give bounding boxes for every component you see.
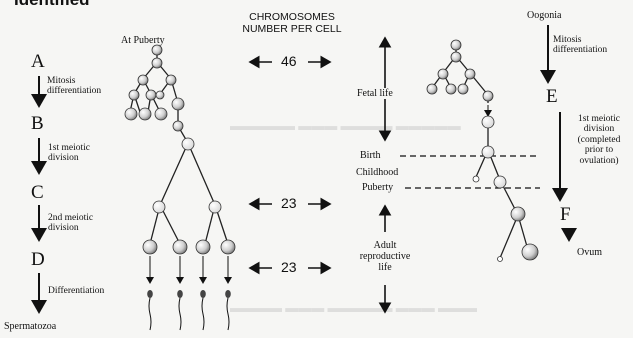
partial-title: Identified [14, 0, 90, 10]
ovum-label: Ovum [577, 247, 602, 258]
fetal-life-label: Fetal life [356, 88, 394, 99]
stage-letter-c: C [31, 182, 44, 203]
stage-letter-b: B [31, 113, 44, 134]
count-23-first: 23 [281, 195, 297, 211]
oogonia-mitosis-step: Mitosis differentiation [553, 35, 608, 56]
oogonia-label: Oogonia [527, 10, 562, 21]
chromosome-heading: CHROMOSOMES NUMBER PER CELL [242, 11, 342, 35]
count-23-second: 23 [281, 259, 297, 275]
puberty-label: Puberty [362, 182, 394, 193]
stage-letter-d: D [31, 249, 45, 270]
spermatozoa-group [146, 256, 232, 331]
background-bleed-text: ▬▬▬▬▬ ▬▬▬ ▬▬▬▬ ▬▬▬▬▬ [230, 118, 461, 133]
spermatozoa-label: Spermatozoa [4, 321, 57, 332]
count-46: 46 [281, 53, 297, 69]
adult-reproductive-life-label: Adult reproductive life [359, 240, 411, 273]
timeline-dashed-lines [400, 155, 540, 189]
stage-letter-f: F [560, 204, 571, 225]
stage-step-d: Differentiation [48, 286, 105, 296]
birth-label: Birth [360, 150, 381, 161]
stage-step-c: 2nd meiotic division [48, 213, 94, 234]
count-arrows [248, 55, 332, 275]
background-bleed-text: ▬▬▬▬ ▬▬▬ ▬▬▬▬▬ ▬▬▬ ▬▬▬ [230, 300, 477, 315]
stage-step-b: 1st meiotic division [48, 143, 90, 164]
stage-letter-a: A [31, 51, 45, 72]
stage-step-a: Mitosis differentiation [47, 76, 102, 97]
stage-step-e: 1st meiotic division (completed prior to… [577, 114, 621, 166]
right-stage-arrows [540, 25, 577, 242]
sperm-heads [147, 290, 231, 298]
childhood-label: Childhood [356, 167, 399, 178]
spermatogenesis-cells [124, 44, 236, 255]
at-puberty-label: At Puberty [121, 35, 165, 46]
stage-letter-e: E [546, 86, 558, 107]
oogenesis-cells [426, 39, 539, 262]
